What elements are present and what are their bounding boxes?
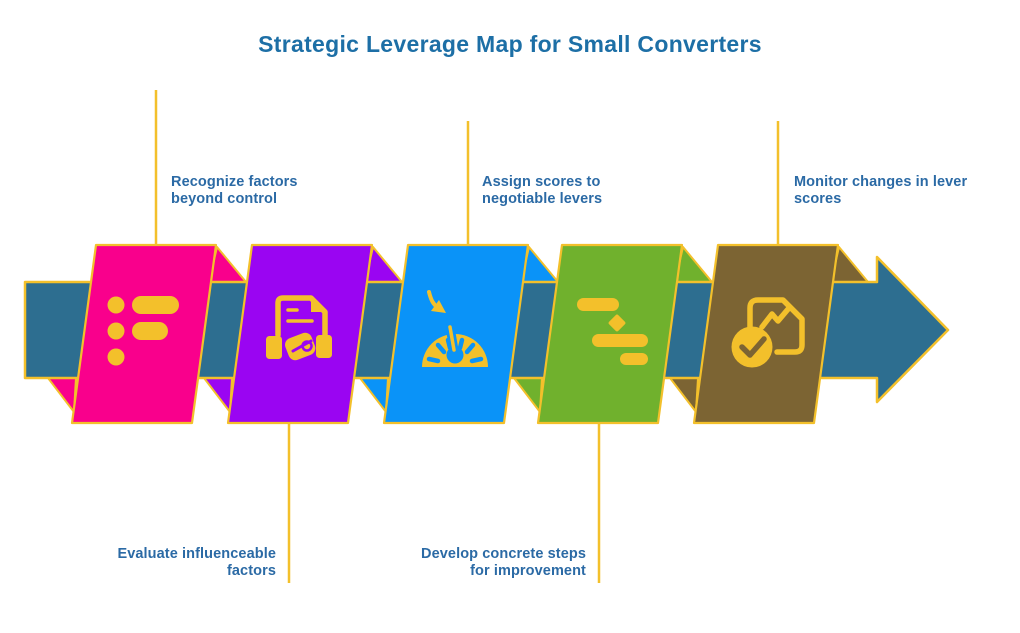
step-3-label: Assign scores to negotiable levers bbox=[482, 174, 662, 208]
step-4-bottom-fold bbox=[513, 377, 543, 413]
step-2-banner bbox=[226, 243, 374, 425]
gantt-bars-icon bbox=[577, 298, 648, 365]
step-4-label-line-1: Develop concrete steps bbox=[421, 546, 586, 562]
banner-faces bbox=[70, 243, 840, 425]
page-title: Strategic Leverage Map for Small Convert… bbox=[258, 31, 762, 57]
step-1-bottom-fold bbox=[47, 377, 77, 413]
step-4-label-line-2: for improvement bbox=[470, 563, 586, 579]
step-3-label-line-1: Assign scores to bbox=[482, 174, 601, 190]
document-trend-check-icon bbox=[731, 297, 805, 368]
step-1-label: Recognize factors beyond control bbox=[171, 174, 351, 208]
step-3-bottom-fold bbox=[359, 377, 389, 413]
step-5-label-line-1: Monitor changes in lever bbox=[794, 174, 968, 190]
step-5-label-line-2: scores bbox=[794, 191, 842, 207]
step-3-label-line-2: negotiable levers bbox=[482, 191, 603, 207]
step-1-label-line-1: Recognize factors bbox=[171, 174, 298, 190]
step-2-label-line-1: Evaluate influenceable bbox=[117, 546, 276, 562]
step-1-label-line-2: beyond control bbox=[171, 191, 278, 207]
step-2-label: Evaluate influenceable factors bbox=[86, 546, 276, 580]
step-5-bottom-fold bbox=[669, 377, 699, 413]
step-3-banner bbox=[382, 243, 530, 425]
document-handshake-icon bbox=[266, 295, 332, 361]
step-2-bottom-fold bbox=[203, 377, 233, 413]
bulleted-list-icon bbox=[107, 296, 179, 366]
step-5-label: Monitor changes in lever scores bbox=[794, 174, 994, 208]
step-4-label: Develop concrete steps for improvement bbox=[396, 546, 586, 580]
gauge-arrow-icon bbox=[422, 290, 488, 367]
step-2-label-line-2: factors bbox=[226, 563, 276, 579]
label-connectors bbox=[154, 90, 780, 583]
